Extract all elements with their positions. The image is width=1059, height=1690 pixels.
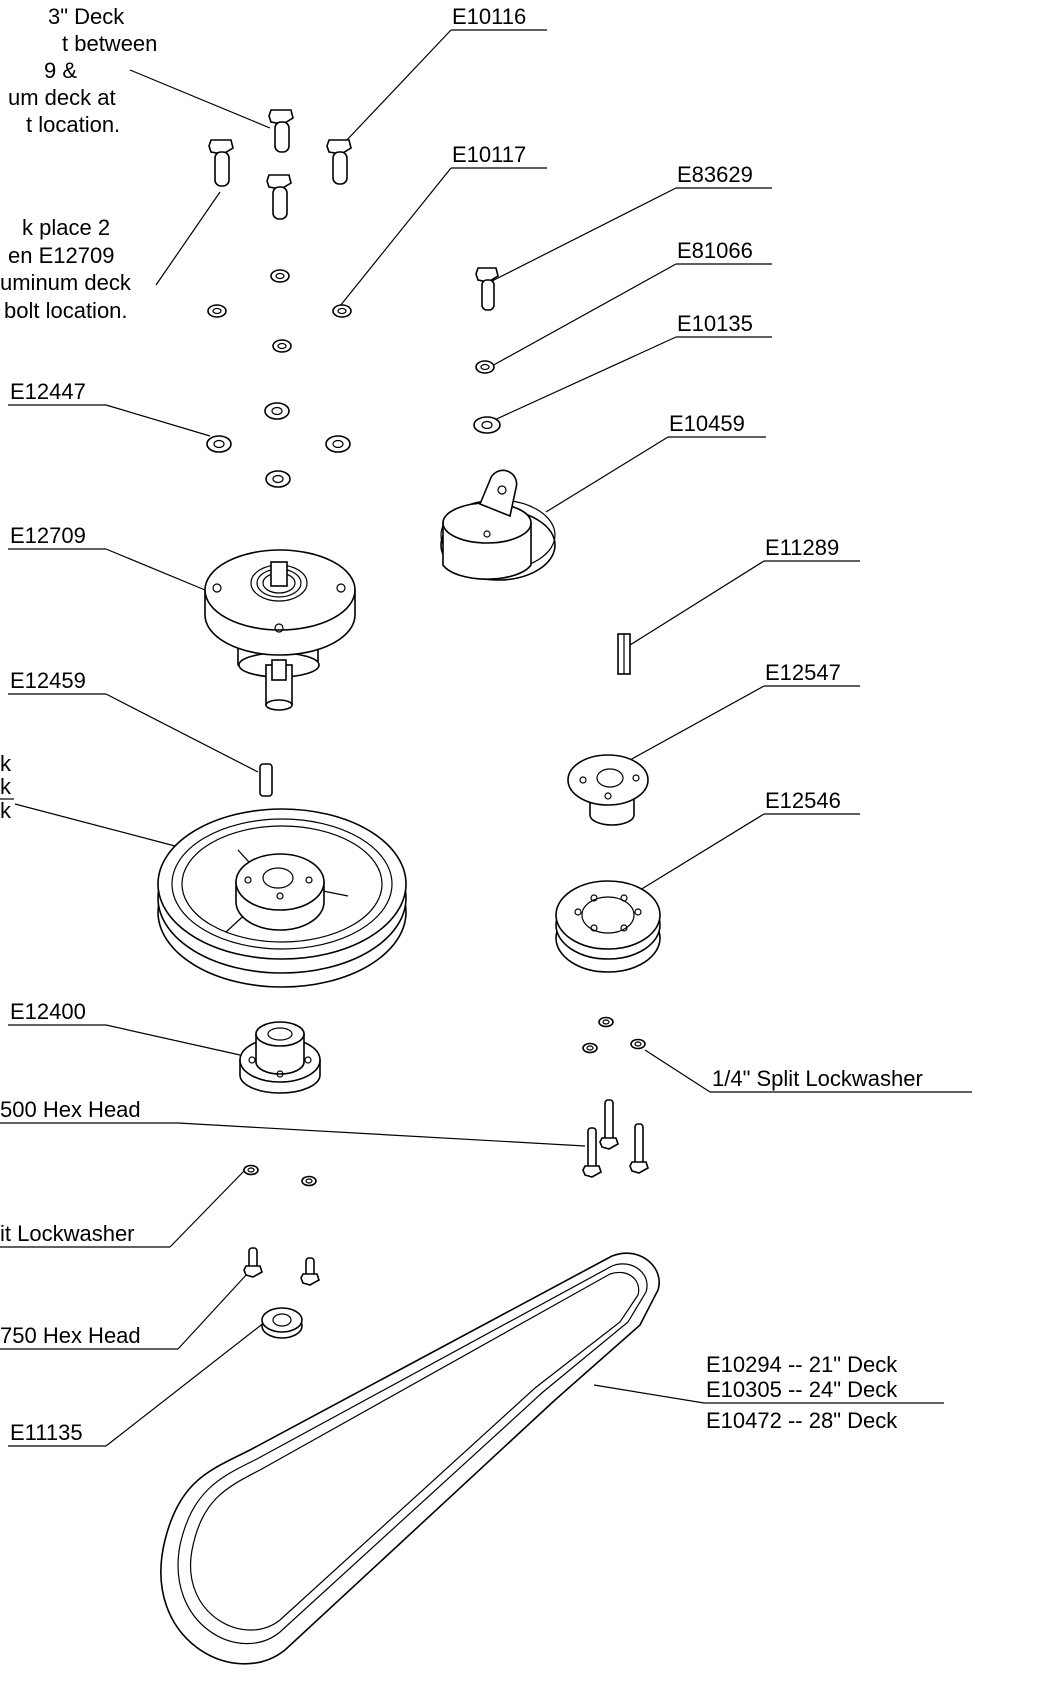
bolt-e83629 [475,267,499,311]
lockwasher-group-top [207,269,352,353]
label-e12546: E12546 [765,788,841,813]
svg-text:k: k [0,798,12,823]
deck-note-b: k place 2 en E12709 uminum deck bolt loc… [0,215,132,323]
spindle-e12709 [204,549,356,711]
leader-lines [14,29,765,1447]
svg-text:k: k [0,774,12,799]
label-e12709: E12709 [10,523,86,548]
washer-e10135 [473,416,501,434]
belt [160,1252,660,1665]
svg-text:E10305 -- 24" Deck: E10305 -- 24" Deck [706,1377,898,1402]
svg-text:3" Deck: 3" Deck [48,4,125,29]
idler-e10459 [440,469,556,581]
svg-text:en E12709: en E12709 [8,243,114,268]
key-e11289 [617,633,631,675]
svg-text:k place 2: k place 2 [22,215,110,240]
hex-bolt-group-right [582,1099,649,1178]
key-e12459 [259,763,273,797]
label-hex-head-1500: 500 Hex Head [0,1097,141,1122]
lockwasher-group-left [243,1164,317,1187]
hub-e12547 [567,754,649,826]
label-hex-head-750: 750 Hex Head [0,1323,141,1348]
hex-bolt-group-left [243,1247,320,1286]
svg-text:bolt location.: bolt location. [4,298,128,323]
label-e10117: E10117 [452,142,526,167]
pulley-large [157,808,407,988]
label-e83629: E83629 [677,162,753,187]
label-e10459: E10459 [669,411,745,436]
spacer-e11135 [261,1307,303,1339]
svg-text:uminum deck: uminum deck [0,270,132,295]
svg-text:9 &: 9 & [44,58,77,83]
label-lockwasher-14: 1/4" Split Lockwasher [712,1066,923,1091]
lockwasher-group-right [582,1016,646,1054]
label-e11135: E11135 [10,1420,83,1445]
label-e10135: E10135 [677,311,753,336]
svg-text:E10472 -- 28" Deck: E10472 -- 28" Deck [706,1408,898,1433]
label-e11289: E11289 [765,535,839,560]
lockwasher-e81066 [475,360,495,374]
label-split-lockwasher: it Lockwasher [0,1221,135,1246]
bolt-e10116-group [208,109,352,220]
svg-text:E10294 -- 21" Deck: E10294 -- 21" Deck [706,1352,898,1377]
deck-note-a: 3" Deck t between 9 & um deck at t locat… [8,4,157,137]
label-e81066: E81066 [677,238,753,263]
pulley-e12546 [555,880,661,973]
hub-e12400 [239,1021,321,1094]
label-e12547: E12547 [765,660,841,685]
svg-text:um deck at: um deck at [8,85,116,110]
washer-group-e12447 [206,402,351,488]
label-e12400: E12400 [10,999,86,1024]
svg-text:k: k [0,751,12,776]
svg-text:t location.: t location. [26,112,120,137]
label-e12447: E12447 [10,379,86,404]
belt-labels: E10294 -- 21" Deck E10305 -- 24" Deck E1… [704,1352,944,1433]
label-e12459: E12459 [10,668,86,693]
svg-text:t between: t between [62,31,157,56]
pulley-notes: k k k [0,751,14,823]
label-e10116: E10116 [452,4,526,29]
